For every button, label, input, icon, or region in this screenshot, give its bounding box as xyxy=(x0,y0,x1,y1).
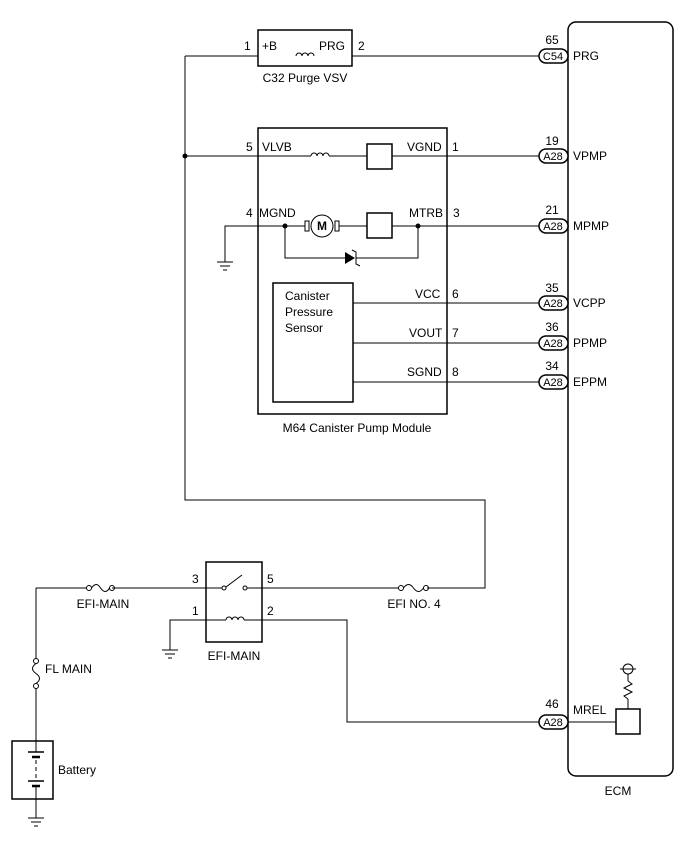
ecm-label: ECM xyxy=(605,784,632,798)
ecm-terminal-name: VPMP xyxy=(573,149,607,163)
ecm-box xyxy=(567,21,674,777)
motor-symbol: M xyxy=(317,219,327,233)
wire-diode-left xyxy=(284,226,345,259)
battery-label: Battery xyxy=(58,763,96,777)
canister-pin-3-name: MTRB xyxy=(409,206,443,220)
fuse-efi-main-label: EFI-MAIN xyxy=(77,597,130,611)
ecm-pin-number: 36 xyxy=(545,320,559,334)
canister-pin-3-number: 3 xyxy=(453,206,460,220)
motor-icon: M xyxy=(304,214,340,238)
relay-pin-1: 1 xyxy=(192,604,199,618)
sensor-label-line2: Pressure xyxy=(285,305,333,319)
ground-icon xyxy=(28,817,44,827)
fuse-efi-main-icon xyxy=(86,584,115,592)
wire-relay-pin2 xyxy=(262,619,540,723)
ecm-pin-number: 19 xyxy=(545,134,559,148)
canister-pin-8-number: 8 xyxy=(452,365,459,379)
battery-icon xyxy=(28,741,44,799)
efi-main-relay-label: EFI-MAIN xyxy=(208,649,261,663)
ecm-connector-id: A28 xyxy=(543,338,563,350)
ecm-pin-number: 35 xyxy=(545,281,559,295)
purge-vsv-label: C32 Purge VSV xyxy=(263,71,348,85)
relay-pin-3: 3 xyxy=(192,572,199,586)
ecm-terminal-name: PPMP xyxy=(573,336,607,350)
sensor-label-line1: Canister xyxy=(285,289,330,303)
canister-pin-6-name: VCC xyxy=(415,287,441,301)
ecm-connector-badge xyxy=(538,48,569,64)
mrel-driver-box xyxy=(615,708,641,735)
canister-pin-6-number: 6 xyxy=(452,287,459,301)
sensor-label-line3: Sensor xyxy=(285,321,323,335)
canister-pin-8-name: SGND xyxy=(407,365,442,379)
relay-switch-icon xyxy=(206,574,262,591)
ecm-connector-id: A28 xyxy=(543,151,563,163)
ecm-connector-id: A28 xyxy=(543,377,563,389)
purge-vsv-box xyxy=(257,29,353,67)
canister-pin-1-name: VGND xyxy=(407,140,442,154)
ecm-pin-number: 34 xyxy=(545,359,559,373)
fuse-fl-main-icon xyxy=(32,658,40,689)
ecm-connector-id: A28 xyxy=(543,221,563,233)
ecm-pin-number: 46 xyxy=(545,697,559,711)
fuse-efi-no4-label: EFI NO. 4 xyxy=(387,597,441,611)
fuse-fl-main-label: FL MAIN xyxy=(45,662,92,676)
canister-pin-1-number: 1 xyxy=(452,140,459,154)
pressure-sensor-box xyxy=(272,282,354,403)
canister-module-label: M64 Canister Pump Module xyxy=(283,421,432,435)
wire-mgnd xyxy=(224,225,305,262)
ecm-connector-badge xyxy=(538,374,569,390)
purge-vsv-coil-icon xyxy=(295,52,315,57)
motor-relay-box xyxy=(366,212,393,239)
ecm-connector-badge xyxy=(538,148,569,164)
ecm-connector-id: C54 xyxy=(543,51,563,63)
ecm-connector-badge xyxy=(538,218,569,234)
ecm-terminal-name: MPMP xyxy=(573,219,609,233)
relay-pin-5: 5 xyxy=(267,572,274,586)
wire-relay-pin1 xyxy=(169,619,206,650)
fuse-efi-no4-icon xyxy=(398,584,429,592)
ecm-pin-number: 21 xyxy=(545,203,559,217)
canister-pin-7-name: VOUT xyxy=(409,326,443,340)
zener-diode-icon xyxy=(345,252,355,264)
ecm-connector-id: A28 xyxy=(543,298,563,310)
battery-box xyxy=(11,740,54,800)
wire-plusb-bus xyxy=(184,56,486,589)
ground-icon xyxy=(162,649,178,659)
valve-box xyxy=(366,143,393,170)
ecm-connector-id: A28 xyxy=(543,717,563,729)
relay-pin-2: 2 xyxy=(267,604,274,618)
canister-pin-5-number: 5 xyxy=(246,140,253,154)
efi-main-relay-box xyxy=(205,561,263,643)
ecm-pin-number: 65 xyxy=(545,33,559,47)
ecm-terminal-name: VCPP xyxy=(573,296,606,310)
vlvb-coil-icon xyxy=(310,152,330,157)
canister-pin-4-name: MGND xyxy=(259,206,296,220)
ground-icon xyxy=(217,261,233,271)
ecm-terminal-name: PRG xyxy=(573,49,599,63)
ecm-terminal-name: MREL xyxy=(573,703,607,717)
relay-coil-icon xyxy=(225,616,245,621)
junction-dot xyxy=(182,153,188,159)
canister-pin-7-number: 7 xyxy=(452,326,459,340)
purge-vsv-pin-1-number: 1 xyxy=(244,39,251,53)
ecm-connector-badge xyxy=(538,335,569,351)
canister-pin-5-name: VLVB xyxy=(262,140,292,154)
canister-pin-4-number: 4 xyxy=(246,206,253,220)
wire-diode-right xyxy=(356,226,419,259)
pullup-resistor-icon xyxy=(620,663,636,709)
purge-vsv-pin-1-name: +B xyxy=(262,39,277,53)
purge-vsv-pin-2-name: PRG xyxy=(319,39,345,53)
ecm-terminal-name: EPPM xyxy=(573,375,607,389)
ecm-connector-badge xyxy=(538,295,569,311)
purge-vsv-pin-2-number: 2 xyxy=(358,39,365,53)
